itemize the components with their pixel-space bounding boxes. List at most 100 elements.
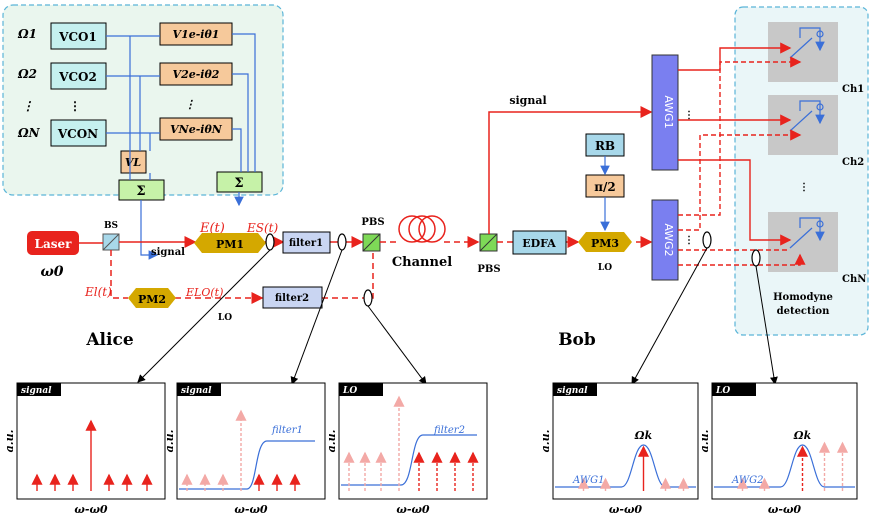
- plot-tag: signal: [181, 386, 212, 396]
- pm1-box: [194, 233, 266, 253]
- plot-ylabel: a.u.: [325, 429, 338, 452]
- plot-tag-bg: [712, 383, 756, 396]
- awg1-box: [651, 54, 679, 171]
- plot-xlabel: ω-ω0: [234, 503, 268, 516]
- plot-tag-bg: [553, 383, 597, 396]
- pointer-lines: [137, 247, 778, 385]
- filter2-label: filter2: [275, 293, 309, 304]
- plot-tag-bg: [339, 383, 383, 396]
- plot-tag-bg: [17, 383, 61, 396]
- electronics-wiring: [106, 33, 256, 260]
- mod-n-label: VNe-iθN: [170, 123, 223, 136]
- filter1-label: filter1: [289, 238, 323, 249]
- vco-1-box: [50, 22, 107, 50]
- vco-1-label: VCO1: [58, 30, 97, 44]
- pbs-bob-diagonal: [479, 233, 498, 252]
- pm1-label: PM1: [216, 238, 244, 251]
- plot-ylabel: a.u.: [3, 429, 16, 452]
- ch-dots: ⋮: [799, 182, 809, 193]
- pbs-alice-diagonal: [362, 233, 381, 252]
- plot-xlabel: ω-ω0: [609, 503, 643, 516]
- awg1-label: AWG1: [662, 95, 675, 128]
- vl-box: [120, 150, 147, 174]
- plot-peak-label: Ωk: [793, 429, 812, 442]
- vco-dots: ⋮: [69, 99, 81, 113]
- plot-frame: [711, 382, 858, 500]
- bob-lo-label: LO: [598, 263, 612, 273]
- homodyne-label-1: Homodyne: [773, 292, 833, 303]
- awg-curve: [714, 444, 855, 488]
- plot-tag: LO: [342, 386, 357, 396]
- awg2-box: [651, 199, 679, 281]
- homodyne-label-2: detection: [777, 306, 831, 317]
- edfa-label: EDFA: [522, 237, 556, 250]
- freq-dots: ⋮: [22, 99, 34, 113]
- awg1-dots: ⋮: [684, 110, 694, 121]
- vco-2-label: VCO2: [58, 70, 97, 84]
- plot-xlabel: ω-ω0: [396, 503, 430, 516]
- plot-tag-bg: [177, 383, 221, 396]
- vco-n-label: VCON: [57, 127, 98, 141]
- pi2-label: π/2: [594, 180, 616, 194]
- rb-label: RB: [595, 139, 615, 153]
- pbs-alice-label: PBS: [361, 217, 384, 228]
- plot-ylabel: a.u.: [698, 429, 711, 452]
- channel-label: Channel: [392, 255, 452, 270]
- pm3-box: [578, 232, 632, 252]
- omega0-label: ω0: [40, 264, 63, 280]
- plot-ylabel: a.u.: [163, 429, 176, 452]
- chn-label: ChN: [842, 274, 866, 285]
- plot-frame: [552, 382, 699, 500]
- plot-curve-label: AWG2: [731, 475, 763, 486]
- sigma-2-label: Σ: [234, 176, 243, 191]
- plot-tag: signal: [21, 386, 52, 396]
- ch2-label: Ch2: [842, 157, 864, 168]
- filter1-box: [282, 231, 331, 254]
- detectors: [768, 22, 838, 272]
- laser-box: [27, 231, 79, 255]
- est-label: ES(t): [246, 221, 278, 235]
- filter2-box: [262, 286, 323, 309]
- freq-1: Ω1: [17, 27, 37, 41]
- awg2-label: AWG2: [662, 223, 675, 256]
- mod-1-label: V1e-iθ1: [173, 28, 220, 41]
- channel-fiber: [380, 215, 480, 248]
- plot-xlabel: ω-ω0: [74, 503, 108, 516]
- pbs-bob-label: PBS: [477, 264, 500, 275]
- detector-wiring: [789, 27, 825, 249]
- bob-label: Bob: [558, 330, 596, 350]
- awg2-dots: ⋮: [684, 235, 694, 246]
- plot-frame: [338, 382, 488, 500]
- pm2-label: PM2: [138, 293, 166, 306]
- bs-label: BS: [104, 221, 118, 231]
- plot-xlabel: ω-ω0: [768, 503, 802, 516]
- plot-peak-label: Ωk: [634, 429, 653, 442]
- mod-dots: ⋮: [185, 98, 196, 111]
- filter-curve: [179, 440, 315, 490]
- mod-2-label: V2e-iθ2: [173, 68, 220, 81]
- alice-label: Alice: [85, 330, 133, 350]
- et-label: E(t): [199, 221, 225, 236]
- spectrum-plots: signala.u.ω-ω0signala.u.ω-ω0filter1LOa.u…: [3, 382, 858, 516]
- plot-tag: LO: [715, 386, 730, 396]
- vco-n-box: [50, 119, 107, 147]
- bob-optical-paths: [488, 106, 653, 248]
- filter-curve: [341, 434, 477, 486]
- laser-label: Laser: [35, 237, 73, 251]
- edfa-box: [512, 230, 567, 255]
- ch1-label: Ch1: [842, 84, 864, 95]
- bob-signal-label: signal: [509, 94, 546, 107]
- plot-1: signal a.u. ω-ω0: [3, 382, 166, 516]
- bs-diagonal: [102, 233, 120, 251]
- sigma-1-label: Σ: [136, 184, 145, 199]
- alice-signal-label: signal: [151, 247, 185, 258]
- freq-2: Ω2: [17, 67, 37, 81]
- pm2-box: [128, 288, 176, 308]
- alice-electronics-panel: [2, 4, 284, 196]
- plot-ylabel: a.u.: [539, 429, 552, 452]
